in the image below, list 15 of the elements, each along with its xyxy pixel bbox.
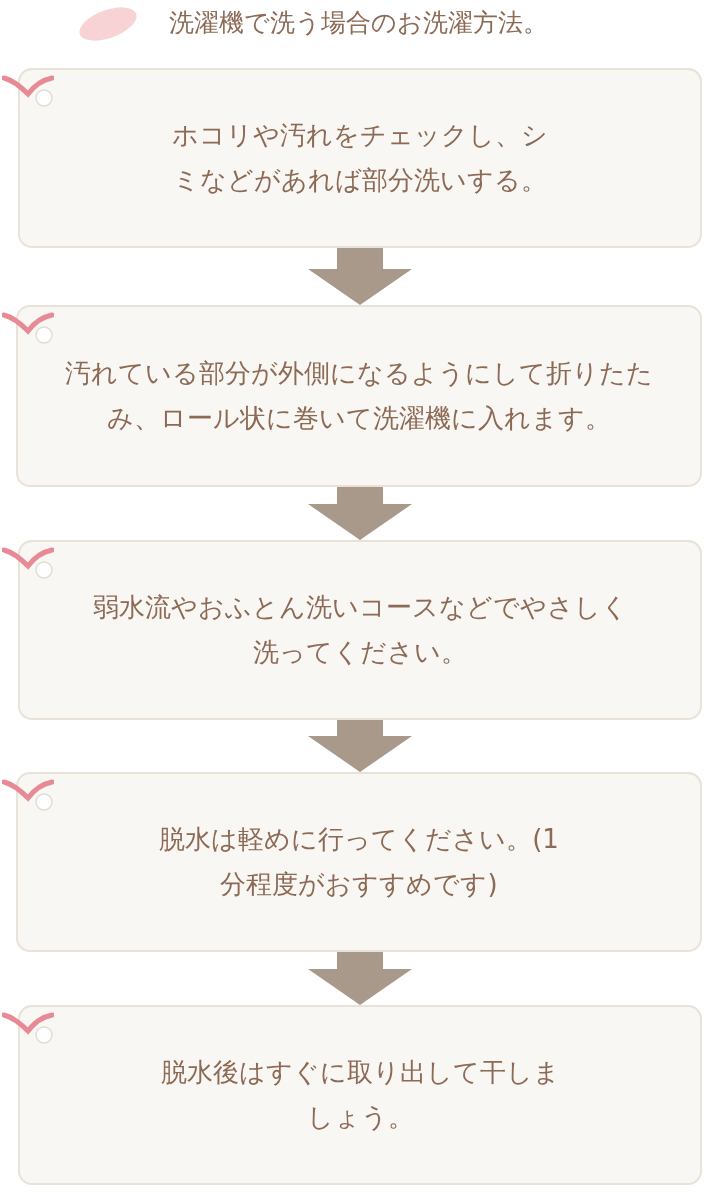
step-box bbox=[18, 540, 702, 720]
step-text: 弱水流やおふとん洗いコースなどでやさしく洗ってください。 bbox=[91, 590, 629, 669]
block-arrow bbox=[308, 720, 412, 772]
step-box bbox=[18, 68, 702, 248]
step-text: ホコリや汚れをチェックし、シミなどがあれば部分洗いする。 bbox=[171, 118, 549, 197]
step-box bbox=[16, 305, 702, 487]
block-arrow bbox=[308, 248, 412, 305]
step-text: 汚れている部分が外側になるようにして折りたたみ、ロール状に巻いて洗濯機に入れます。 bbox=[64, 356, 654, 435]
block-arrow bbox=[308, 952, 412, 1005]
step-box bbox=[18, 1005, 702, 1185]
step-box bbox=[16, 772, 702, 952]
title: 洗濯機で洗う場合のお洗濯方法。 bbox=[168, 8, 548, 37]
step-text: 脱水後はすぐに取り出して干しましょう。 bbox=[160, 1055, 560, 1134]
block-arrow bbox=[308, 487, 412, 540]
step-text: 脱水は軽めに行ってください。(1分程度がおすすめです) bbox=[158, 822, 560, 901]
